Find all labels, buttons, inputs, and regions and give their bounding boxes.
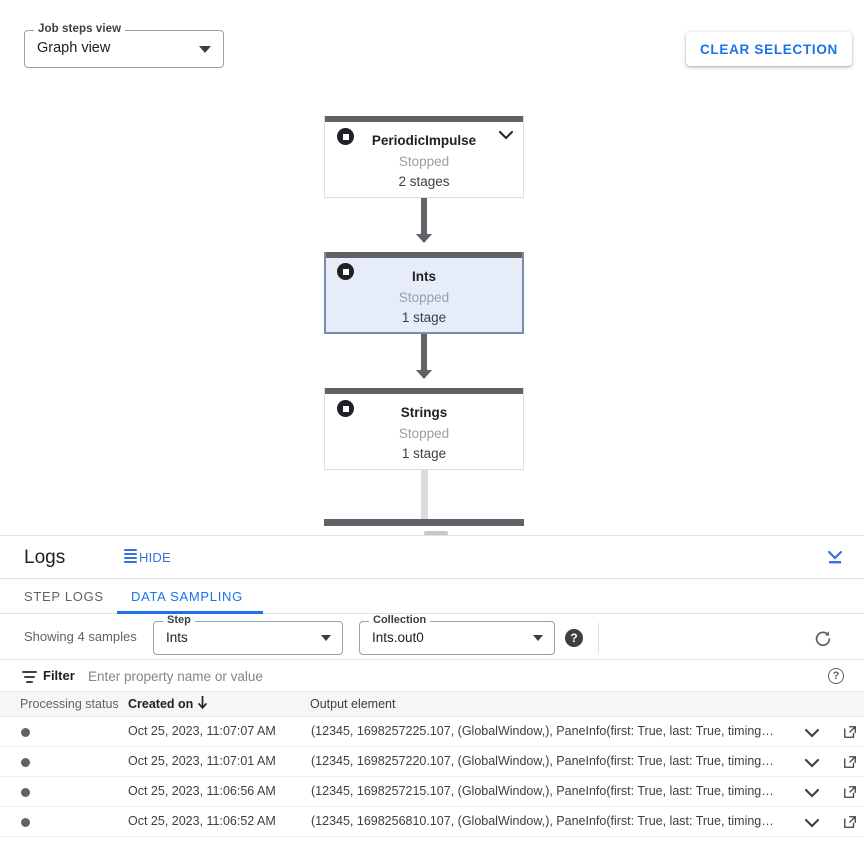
logs-title: Logs xyxy=(24,547,66,568)
chevron-down-icon[interactable] xyxy=(804,785,820,803)
samples-table: Processing status Created on Output elem… xyxy=(0,692,864,837)
tab-step-logs[interactable]: STEP LOGS xyxy=(24,589,104,604)
node-stages: 2 stages xyxy=(398,174,450,189)
filter-input[interactable] xyxy=(86,666,786,686)
column-header-processing-status[interactable]: Processing status xyxy=(20,697,119,711)
cell-output-element: (12345, 1698257215.107, (GlobalWindow,),… xyxy=(311,784,774,798)
status-dot xyxy=(21,758,30,767)
cell-output-element: (12345, 1698256810.107, (GlobalWindow,),… xyxy=(311,814,774,828)
column-header-created-on[interactable]: Created on xyxy=(128,696,208,711)
node-title: Ints xyxy=(411,269,436,284)
collection-select-label: Collection xyxy=(369,614,431,626)
graph-node-strings[interactable]: Strings Stopped 1 stage xyxy=(324,388,524,470)
column-header-output-element[interactable]: Output element xyxy=(310,697,396,711)
list-icon xyxy=(124,549,137,565)
node-status-bar xyxy=(325,116,523,122)
open-in-new-icon[interactable] xyxy=(843,785,857,799)
caret-down-icon xyxy=(321,635,331,641)
open-in-new-icon[interactable] xyxy=(843,755,857,769)
job-graph-canvas[interactable]: Job steps view Graph view CLEAR SELECTIO… xyxy=(0,0,864,535)
node-status: Stopped xyxy=(398,154,450,169)
hide-logs-button[interactable]: HIDE xyxy=(124,549,171,565)
help-outline-icon[interactable]: ? xyxy=(828,668,844,684)
edge-ints-to-strings xyxy=(421,334,427,371)
refresh-icon[interactable] xyxy=(812,628,834,650)
chevron-down-icon[interactable] xyxy=(499,131,513,140)
sampling-controls: Showing 4 samples Step Ints Collection I… xyxy=(0,614,864,660)
stop-icon xyxy=(337,400,354,417)
caret-down-icon xyxy=(533,635,543,641)
collection-select-value: Ints.out0 xyxy=(372,630,424,645)
graph-node-periodicimpulse[interactable]: PeriodicImpulse Stopped 2 stages xyxy=(324,116,524,198)
step-select-value: Ints xyxy=(166,630,188,645)
edge-strings-to-next xyxy=(421,470,428,519)
job-steps-view-label: Job steps view xyxy=(34,23,126,35)
chevron-down-icon[interactable] xyxy=(804,725,820,743)
arrow-down-icon xyxy=(196,695,209,713)
tab-data-sampling[interactable]: DATA SAMPLING xyxy=(131,589,243,604)
node-status-bar xyxy=(326,252,522,258)
edge-arrow xyxy=(416,370,432,379)
cell-output-element: (12345, 1698257220.107, (GlobalWindow,),… xyxy=(311,754,774,768)
node-stages: 1 stage xyxy=(401,446,447,461)
help-icon[interactable]: ? xyxy=(565,629,583,647)
filter-bar: Filter ? xyxy=(0,660,864,692)
table-header-row: Processing status Created on Output elem… xyxy=(0,692,864,717)
divider xyxy=(598,623,599,653)
node-status: Stopped xyxy=(398,426,450,441)
status-dot xyxy=(21,818,30,827)
cell-output-element: (12345, 1698257225.107, (GlobalWindow,),… xyxy=(311,724,774,738)
graph-node-truncated[interactable] xyxy=(324,519,524,526)
step-select[interactable]: Step Ints xyxy=(153,614,343,655)
cell-created-on: Oct 25, 2023, 11:07:07 AM xyxy=(128,724,276,738)
logs-tabs: STEP LOGS DATA SAMPLING xyxy=(0,579,864,614)
table-row[interactable]: Oct 25, 2023, 11:06:56 AM (12345, 169825… xyxy=(0,777,864,807)
job-steps-view-value: Graph view xyxy=(37,40,111,56)
cell-created-on: Oct 25, 2023, 11:07:01 AM xyxy=(128,754,276,768)
table-row[interactable]: Oct 25, 2023, 11:07:07 AM (12345, 169825… xyxy=(0,717,864,747)
edge-periodicimpulse-to-ints xyxy=(421,198,427,235)
filter-label: Filter xyxy=(43,668,75,683)
status-dot xyxy=(21,788,30,797)
hide-logs-label: HIDE xyxy=(139,549,171,565)
chevron-down-icon[interactable] xyxy=(804,815,820,833)
node-status: Stopped xyxy=(398,290,450,305)
node-title: Strings xyxy=(400,405,448,420)
open-in-new-icon[interactable] xyxy=(843,725,857,739)
graph-node-ints[interactable]: Ints Stopped 1 stage xyxy=(324,252,524,334)
table-row[interactable]: Oct 25, 2023, 11:06:52 AM (12345, 169825… xyxy=(0,807,864,837)
job-steps-view-select[interactable]: Job steps view Graph view xyxy=(24,23,224,68)
caret-down-icon xyxy=(199,46,211,53)
panel-resize-handle[interactable] xyxy=(424,531,448,535)
showing-samples-text: Showing 4 samples xyxy=(24,629,137,644)
node-title: PeriodicImpulse xyxy=(371,133,477,148)
edge-arrow xyxy=(416,234,432,243)
stop-icon xyxy=(337,263,354,280)
stop-icon xyxy=(337,128,354,145)
clear-selection-button[interactable]: CLEAR SELECTION xyxy=(685,32,852,66)
collection-select[interactable]: Collection Ints.out0 xyxy=(359,614,555,655)
filter-icon xyxy=(22,671,37,686)
logs-panel: Logs HIDE STEP LOGS DATA SAMPLING Showin… xyxy=(0,535,864,856)
logs-panel-header: Logs HIDE xyxy=(0,536,864,579)
step-select-label: Step xyxy=(163,614,195,626)
cell-created-on: Oct 25, 2023, 11:06:56 AM xyxy=(128,784,276,798)
chevron-down-icon[interactable] xyxy=(804,755,820,773)
node-stages: 1 stage xyxy=(401,310,447,325)
cell-created-on: Oct 25, 2023, 11:06:52 AM xyxy=(128,814,276,828)
collapse-panel-icon[interactable] xyxy=(824,547,846,569)
open-in-new-icon[interactable] xyxy=(843,815,857,829)
node-status-bar xyxy=(325,388,523,394)
table-row[interactable]: Oct 25, 2023, 11:07:01 AM (12345, 169825… xyxy=(0,747,864,777)
active-tab-indicator xyxy=(117,611,263,614)
status-dot xyxy=(21,728,30,737)
